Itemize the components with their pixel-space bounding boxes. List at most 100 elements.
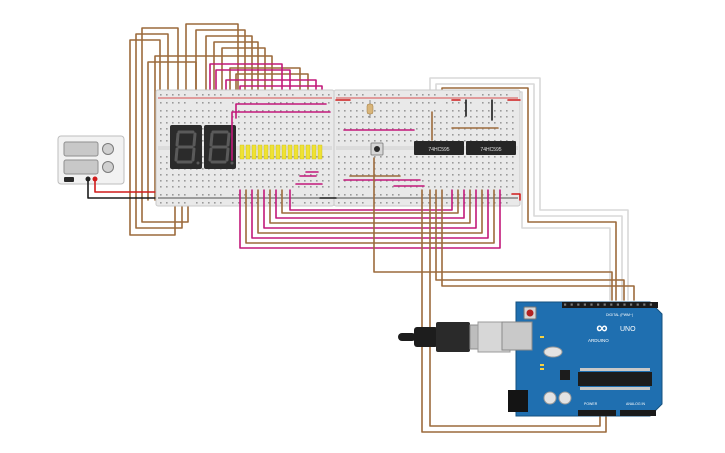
breadboard-hole [256,94,258,96]
power-supply[interactable] [57,135,125,185]
psu-display-top [63,141,99,157]
breadboard-hole [292,134,294,136]
breadboard-hole [446,174,448,176]
digital-pin[interactable] [577,303,580,306]
breadboard-hole [232,94,234,96]
resistor-element[interactable] [311,144,317,160]
breadboard-hole [464,110,466,112]
shift-register-left[interactable]: 74HC595 [414,141,464,155]
digital-pin[interactable] [610,303,613,306]
wire-layer-front [231,99,635,433]
digital-pin[interactable] [616,303,619,306]
digital-pins[interactable] [564,303,652,306]
breadboard-hole [316,174,318,176]
breadboard-hole [298,174,300,176]
breadboard-hole [184,180,186,182]
digital-pin[interactable] [597,303,600,306]
breadboard-hole [304,162,306,164]
resistor-element[interactable] [263,144,269,160]
resistor-element[interactable] [257,144,263,160]
breadboard-hole [434,156,436,158]
seven-segment-display-1[interactable] [170,125,202,169]
psu-knob-voltage[interactable] [102,143,114,155]
breadboard-hole [184,194,186,196]
psu-switch[interactable] [64,177,74,182]
analog-header[interactable] [620,410,656,416]
breadboard-hole [250,194,252,196]
breadboard-hole [350,162,352,164]
digital-header[interactable] [562,302,658,308]
breadboard-hole [470,102,472,104]
psu-terminal-negative[interactable] [85,176,91,182]
digital-pin[interactable] [603,303,606,306]
psu-knob-current[interactable] [102,161,114,173]
breadboard-hole [422,168,424,170]
resistor-element[interactable] [287,144,293,160]
digital-pin[interactable] [649,303,652,306]
breadboard-hole [392,186,394,188]
breadboard-hole [398,128,400,130]
digital-pin[interactable] [623,303,626,306]
breadboard-hole [328,122,330,124]
breadboard-hole [404,140,406,142]
breadboard-hole [386,202,388,204]
breadboard-hole [494,110,496,112]
breadboard-hole [268,168,270,170]
reset-button-cap[interactable] [526,309,534,317]
breadboard-hole [208,94,210,96]
resistor-element[interactable] [239,144,245,160]
digital-pin[interactable] [590,303,593,306]
digital-pin[interactable] [630,303,633,306]
resistor-element[interactable] [281,144,287,160]
resistor-array[interactable] [239,144,323,160]
breadboard-hole [310,174,312,176]
digital-pin[interactable] [570,303,573,306]
breadboard-hole [286,202,288,204]
breadboard-hole [350,128,352,130]
digital-pin[interactable] [643,303,646,306]
resistor-element[interactable] [245,144,251,160]
breadboard-hole [362,186,364,188]
digital-pin[interactable] [583,303,586,306]
breadboard-hole [434,94,436,96]
breadboard-hole [166,202,168,204]
usb-cable[interactable] [398,321,511,353]
seven-segment-display-2[interactable] [204,125,236,169]
breadboard-hole [160,134,162,136]
breadboard-hole [250,128,252,130]
breadboard-hole [220,186,222,188]
breadboard-hole [380,102,382,104]
power-header[interactable] [578,410,616,416]
breadboard-hole [410,102,412,104]
arduino-uno-board[interactable]: ∞ UNO ARDUINO DIGITAL (PWM~) POWER ANALO… [398,301,663,417]
breadboard-hole [166,94,168,96]
breadboard-hole [470,116,472,118]
breadboard-hole [202,134,204,136]
resistor-element[interactable] [317,144,323,160]
breadboard-hole [292,140,294,142]
shift-register-right[interactable]: 74HC595 [466,141,516,155]
resistor-element[interactable] [269,144,275,160]
resistor-element[interactable] [275,144,281,160]
resistor-element[interactable] [305,144,311,160]
push-button[interactable] [370,142,384,156]
digital-pin[interactable] [564,303,567,306]
breadboard-hole [338,186,340,188]
breadboard-hole [220,202,222,204]
digital-pin[interactable] [636,303,639,306]
breadboard-hole [292,122,294,124]
resistor-element[interactable] [251,144,257,160]
breadboard-hole [226,180,228,182]
breadboard-hole [286,102,288,104]
resistor-element[interactable] [299,144,305,160]
psu-terminal-positive[interactable] [92,176,98,182]
resistor-element[interactable] [293,144,299,160]
breadboard-hole [356,156,358,158]
breadboard-hole [304,186,306,188]
capacitor-2 [543,391,557,405]
capacitor-1 [543,346,563,358]
breadboard-hole [458,94,460,96]
breadboard-hole [440,186,442,188]
resistor[interactable] [366,100,374,118]
